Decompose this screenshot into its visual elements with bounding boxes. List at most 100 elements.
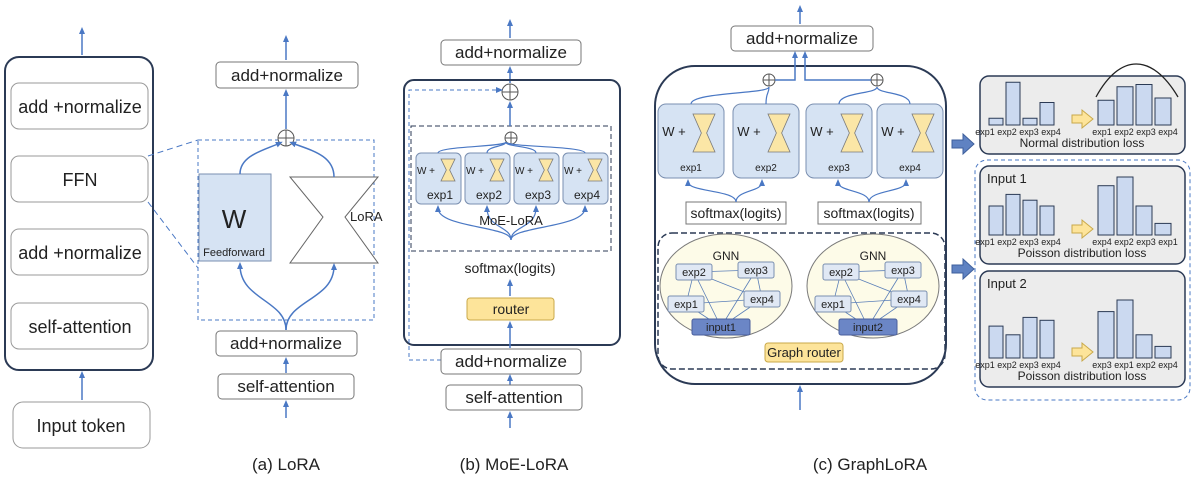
moe-top-norm [440,39,582,66]
router-box [466,297,555,321]
loss-panel-input1-label: Input 1 [987,171,1027,186]
moe-expert-hourglass-1 [440,158,456,182]
graph-expert-out-3 [838,86,878,105]
moe-expert-out-2 [486,141,507,154]
graph-router-frame [657,232,946,370]
gnn-left-node-exp4 [743,290,781,308]
loss-panel-input1-before-bar-1 [988,205,1004,236]
graph-top-norm-label: add+normalize [746,29,858,48]
gnn-right-node-exp4 [890,290,928,308]
feedforward-label: Feedforward [203,247,265,259]
graph-softmax-right-label: softmax(logits) [823,205,914,221]
gnn-right-node-label-exp2: exp2 [829,267,853,279]
stack-ffn [10,155,149,203]
loss-panel-normal-after-bar-3 [1135,84,1153,126]
loss-panel-input1-arrow [1071,218,1094,240]
gnn-right-edge-5 [840,271,869,328]
loss-panel-input1-before-bar-2 [1005,193,1021,236]
gnn-right-input-label: input2 [853,322,883,334]
moe-softmax-label: softmax(logits) [464,260,555,276]
graph-router-box [764,342,844,363]
gnn-right-node-label-exp4: exp4 [897,294,921,306]
graph-router-label: Graph router [767,345,841,360]
graph-expert-label-4: exp4 [899,163,921,174]
w-label: W [222,204,247,234]
graph-expert-label-2: exp2 [755,163,777,174]
graph-expert-hourglass-3 [840,113,864,153]
gnn-right-node-exp2 [822,263,860,281]
stack-norm-bottom [10,228,149,276]
loss-panel-normal-curve [1095,63,1179,98]
input-token-box [12,401,151,449]
loss-panel-normal-before-bar-4 [1039,102,1055,126]
loss-panel-input2-before-bar-1 [988,325,1004,359]
gnn-right-node-label-exp3: exp3 [891,265,915,277]
lora-top-norm-label: add+normalize [231,66,343,85]
loss-panel-input1-after-bar-2 [1116,176,1134,236]
moe-layer-frame [403,79,621,346]
loss-panel-input2-after-bar-1 [1097,311,1115,359]
moe-top-norm-label: add+normalize [455,43,567,62]
moe-self-attention-label: self-attention [465,388,562,407]
lora-top-norm [215,61,359,89]
gnn-left-node-exp2 [675,263,713,281]
graph-expert-hourglass-1 [692,113,716,153]
loss-panel-normal-before-bar-2 [1005,81,1021,126]
loss-panel-input1-after-labels: exp4 exp2 exp3 exp1 [1092,237,1178,247]
caption-b: (b) MoE-LoRA [460,455,569,474]
loss-panel-normal-arrow [1071,108,1094,130]
loss-panel-input2-after-bar-4 [1154,345,1172,359]
loss-panel-input2-before-bar-3 [1022,316,1038,359]
loss-panel-normal-after-labels: exp1 exp2 exp3 exp4 [1092,127,1178,137]
gnn-left-title: GNN [713,249,740,263]
caption-c: (c) GraphLoRA [813,455,928,474]
stack-norm-top [10,82,149,130]
loss-panel-input2-label: Input 2 [987,276,1027,291]
loss-panel-input2-title: Poisson distribution loss [1018,369,1147,383]
loss-panel-input2-after-bar-3 [1135,334,1153,359]
moe-expert-out-4 [505,141,586,154]
lora-self-attention-label: self-attention [237,377,334,396]
stack-self-attention-label: self-attention [28,317,131,337]
graph-expert-w-2: W + [737,124,760,139]
router-label: router [493,301,530,317]
stack-ffn-label: FFN [63,170,98,190]
moe-expert-in-2 [484,205,512,241]
moe-self-attention [445,384,583,411]
gnn-right-input-node [838,318,898,336]
gnn-right-node-label-exp1: exp1 [821,299,845,311]
graph-expert-out-2 [765,86,770,105]
loss-panel-normal-before-bar-3 [1022,117,1038,126]
loss-panel-normal-after-bar-1 [1097,99,1115,126]
moe-expert-hourglass-2 [489,158,505,182]
stack-norm-top-label: add +normalize [18,97,142,117]
lora-mid-norm [215,330,358,357]
graph-layer-frame [654,65,947,385]
loss-panel-normal-after-bar-4 [1154,97,1172,126]
graph-expert-out-4 [876,86,911,105]
loss-panel-input2-before-bar-2 [1005,334,1021,359]
lora-hourglass [288,176,380,264]
graph-expert-w-1: W + [662,124,685,139]
moe-expert-w-4: W + [564,166,582,177]
gnn-left-node-label-exp2: exp2 [682,267,706,279]
loss-panel-normal-before-bar-1 [988,117,1004,126]
loss-panel-normal-before-labels: exp1 exp2 exp3 exp4 [975,127,1061,137]
gnn-right-edge-6 [867,269,904,328]
moe-expert-in-4 [510,205,588,241]
moe-expert-hourglass-3 [538,158,554,182]
moe-expert-w-3: W + [515,166,533,177]
graph-expert-w-3: W + [810,124,833,139]
loss-panel-input2-before-bar-4 [1039,319,1055,359]
gnn-left-edge-5 [693,271,722,328]
moe-expert-label-4: exp4 [574,188,600,202]
moe-expert-in-1 [435,205,512,241]
moe-expert-label-2: exp2 [476,188,502,202]
